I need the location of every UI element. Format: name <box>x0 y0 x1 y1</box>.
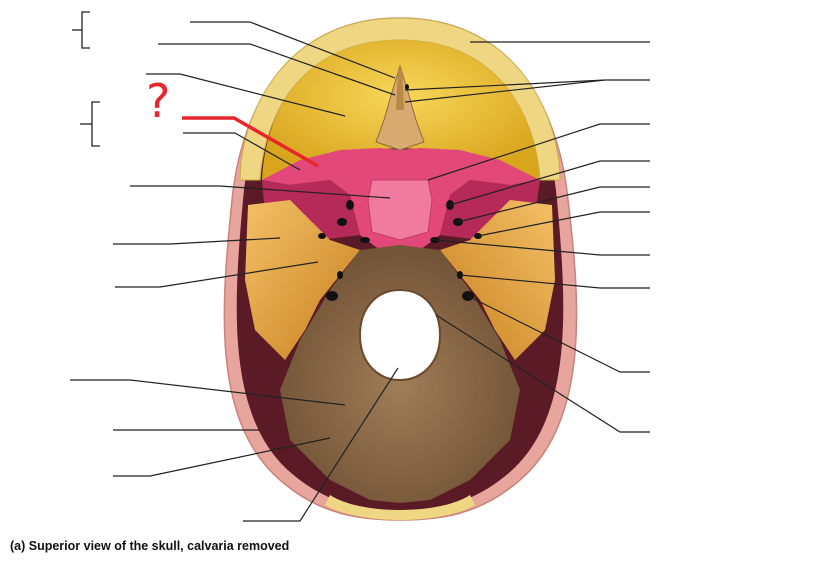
temporal-bone-left <box>245 200 360 360</box>
temporal-bone-right <box>440 200 555 360</box>
foramen-magnum <box>358 288 442 382</box>
sella-turcica <box>367 179 433 241</box>
question-mark-label: ? <box>146 74 171 128</box>
leader-lines-right <box>404 41 650 433</box>
question-indicator-line <box>182 116 319 168</box>
bracket-middle <box>80 101 100 147</box>
occipital-cut-edge <box>325 495 475 520</box>
bracket-top <box>72 11 90 49</box>
leader-lines-left <box>70 21 399 522</box>
figure-caption: (a) Superior view of the skull, calvaria… <box>10 539 290 553</box>
crista-galli <box>396 68 404 110</box>
